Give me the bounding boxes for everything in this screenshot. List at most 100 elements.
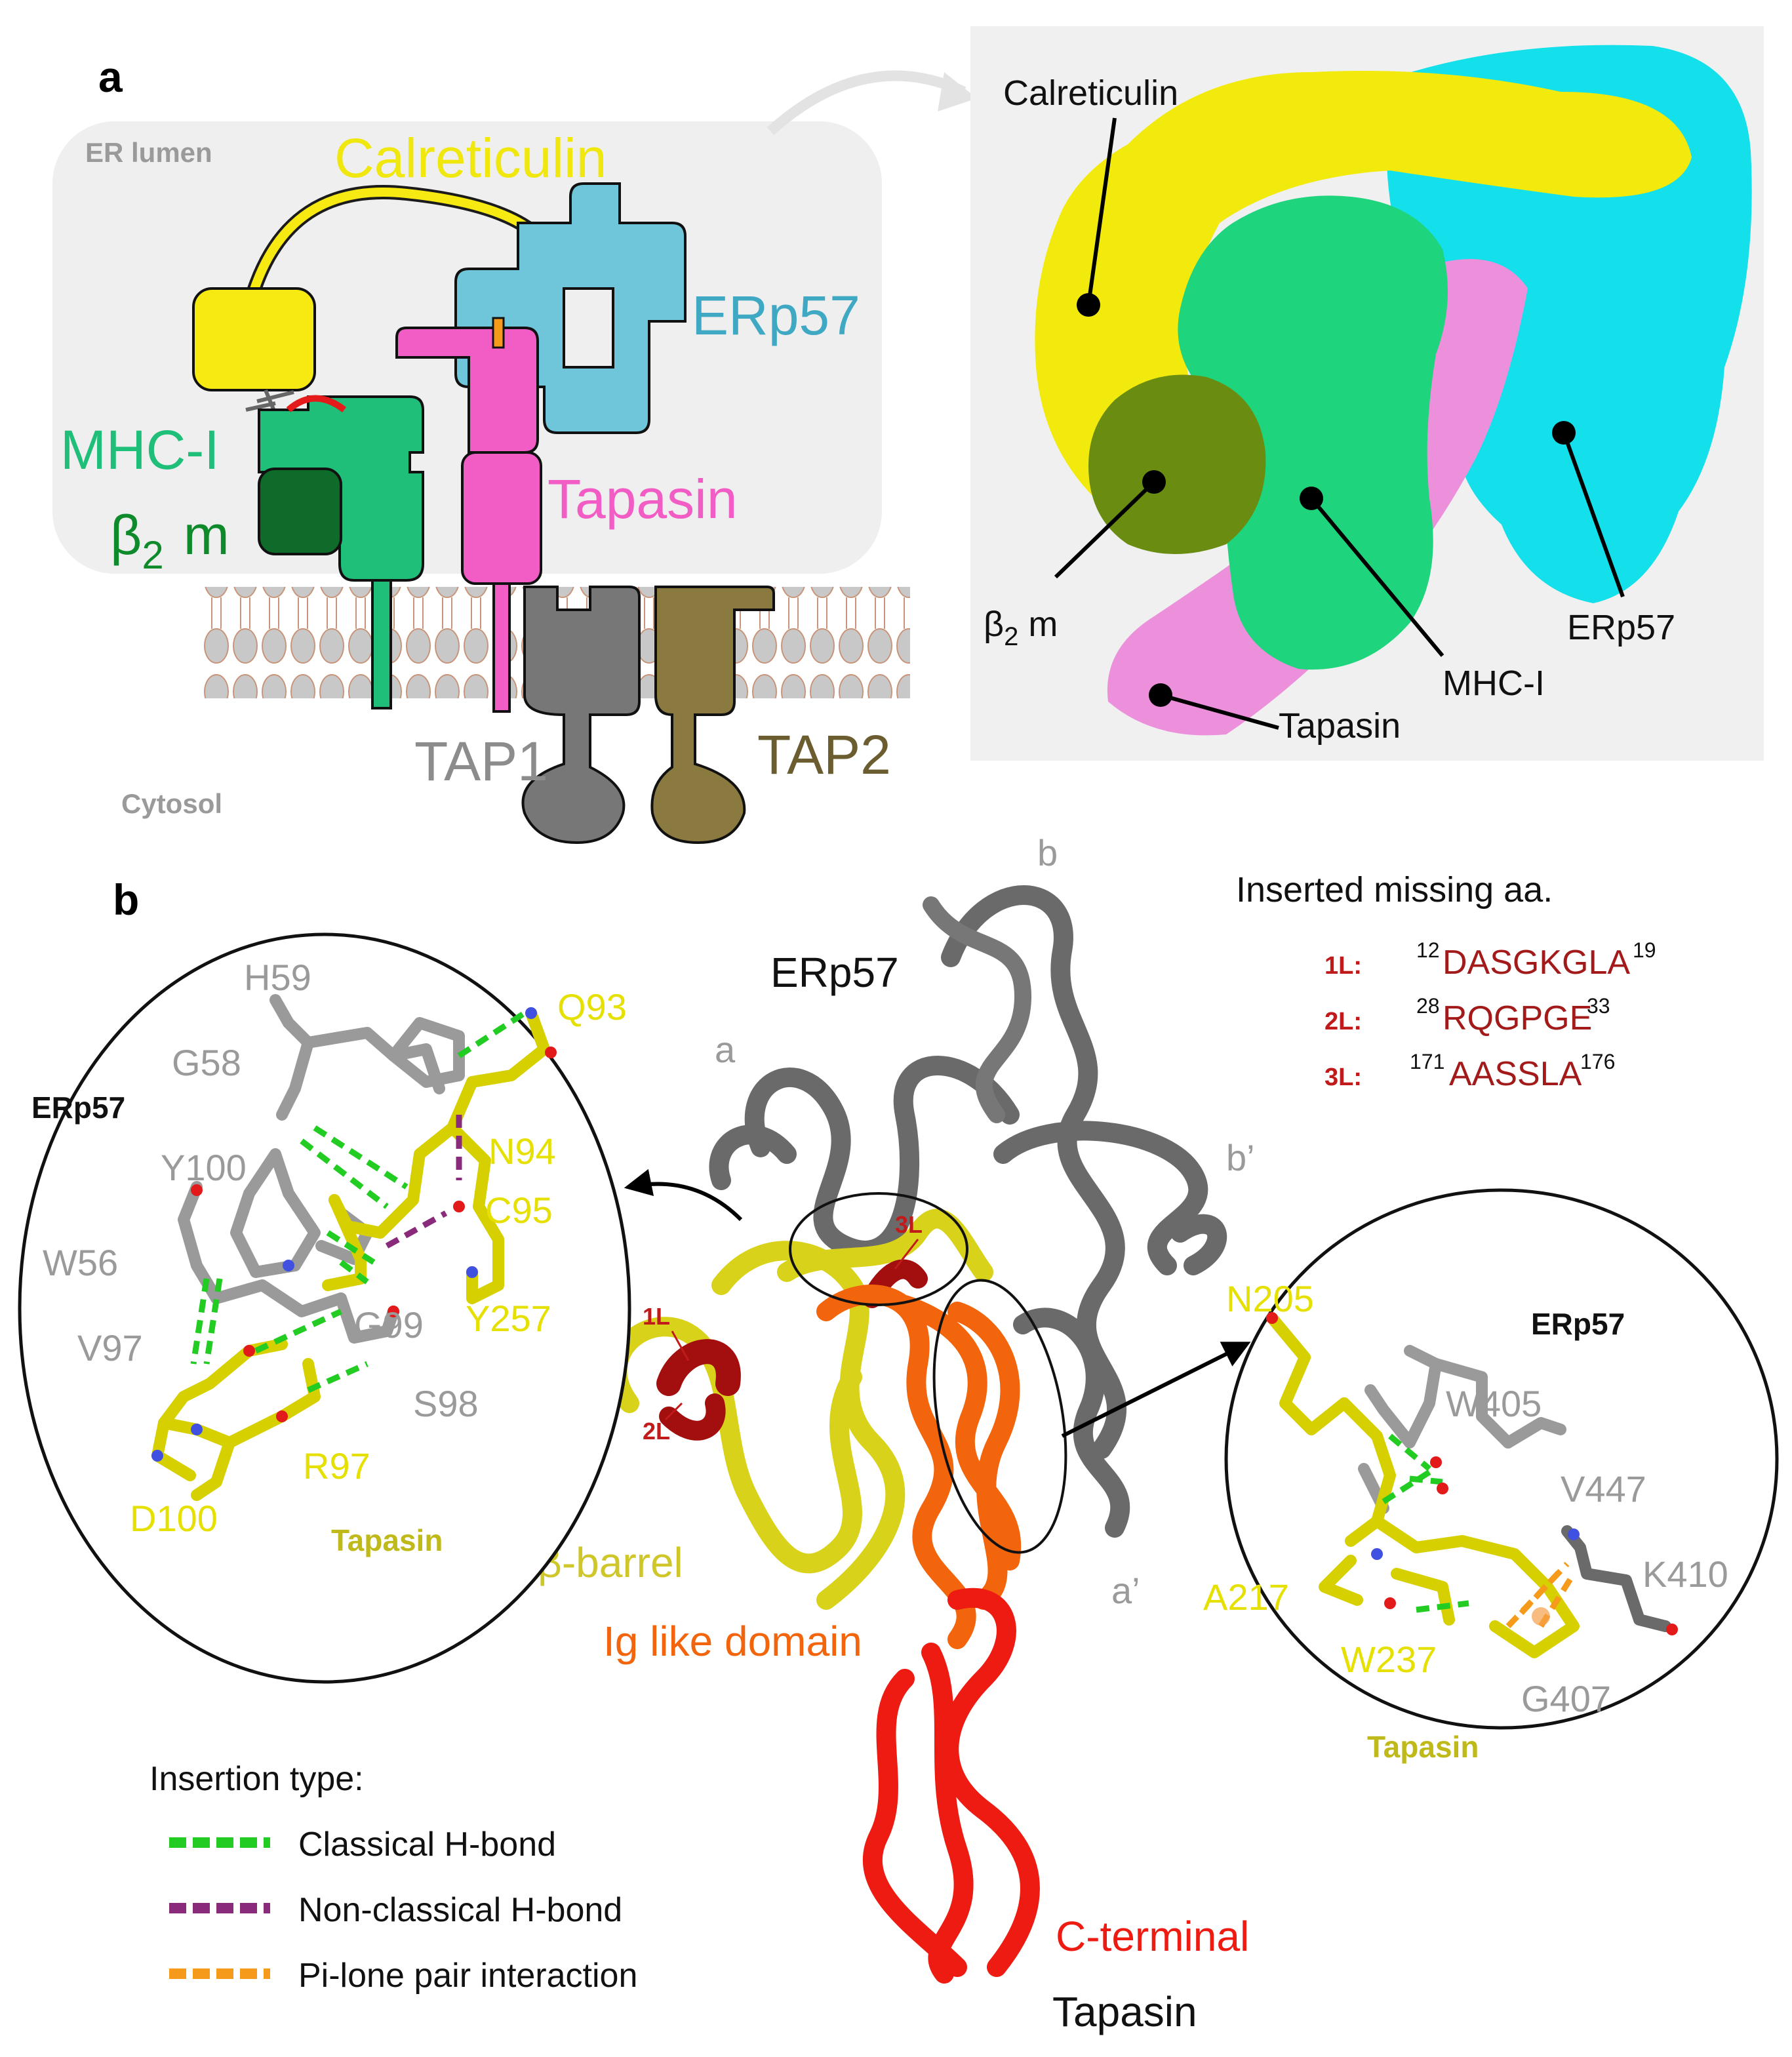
res-g407: G407 bbox=[1521, 1678, 1611, 1719]
left-zoom-arrow bbox=[624, 1168, 743, 1222]
structure-b2m-label: β2 m bbox=[984, 605, 1058, 651]
ribbon-beta-barrel bbox=[607, 1208, 993, 1610]
panel-b: b bbox=[18, 832, 1779, 2035]
missing-row-2-pre: 28 bbox=[1416, 994, 1440, 1018]
res-v97: V97 bbox=[77, 1327, 143, 1368]
domain-b-label: b bbox=[1037, 832, 1058, 873]
interface-ellipse-right bbox=[932, 1279, 1067, 1554]
missing-row-1-pre: 12 bbox=[1416, 938, 1440, 962]
structure-b2m bbox=[1088, 374, 1266, 554]
ig-domain-label: Ig like domain bbox=[603, 1618, 862, 1665]
res-y100: Y100 bbox=[161, 1147, 247, 1188]
beta-barrel-label: β-barrel bbox=[538, 1539, 683, 1586]
panel-a-label: a bbox=[98, 52, 123, 101]
legend-label-classical: Classical H-bond bbox=[298, 1826, 556, 1864]
tap2-label: TAP2 bbox=[757, 724, 891, 786]
res-k410: K410 bbox=[1643, 1553, 1728, 1595]
loop-1l-label: 1L bbox=[643, 1303, 670, 1330]
res-a217: A217 bbox=[1203, 1576, 1289, 1618]
res-c95: C95 bbox=[485, 1189, 553, 1231]
res-s98: S98 bbox=[413, 1383, 479, 1424]
zoom-arrow bbox=[767, 70, 966, 135]
left-tapasin-sticks bbox=[151, 1007, 550, 1501]
erp57-hole bbox=[563, 287, 614, 369]
missing-row-2-post: 33 bbox=[1587, 994, 1610, 1018]
left-erp57-label: ERp57 bbox=[31, 1090, 125, 1125]
res-q93: Q93 bbox=[557, 986, 627, 1028]
legend-label-pilone: Pi-lone pair interaction bbox=[298, 1957, 637, 1995]
cytosol-label: Cytosol bbox=[121, 788, 222, 819]
zoom-arrow-head bbox=[938, 72, 977, 111]
c-terminal-label: C-terminal bbox=[1056, 1913, 1249, 1960]
calreticulin-arm bbox=[248, 187, 538, 297]
res-h59: H59 bbox=[244, 957, 311, 998]
res-g58: G58 bbox=[172, 1042, 241, 1083]
right-atoms bbox=[1266, 1312, 1678, 1635]
erp57-label: ERp57 bbox=[692, 285, 860, 346]
right-hbonds bbox=[1382, 1433, 1576, 1629]
tapasin-transmembrane bbox=[492, 582, 511, 713]
mhc-label: MHC-I bbox=[60, 419, 220, 481]
loop-3l-label: 3L bbox=[895, 1211, 923, 1238]
structure-mhc bbox=[1178, 195, 1448, 670]
peptide bbox=[286, 395, 347, 413]
right-zoom-arrow bbox=[1061, 1342, 1251, 1438]
left-hbonds bbox=[190, 1010, 527, 1393]
missing-row-3-pre: 171 bbox=[1410, 1050, 1444, 1073]
tapasin-lower bbox=[461, 451, 542, 585]
res-d100: D100 bbox=[130, 1498, 218, 1539]
missing-row-2-tag: 2L: bbox=[1324, 1008, 1362, 1035]
legend-label-nonclassical: Non-classical H-bond bbox=[298, 1891, 622, 1929]
res-w237: W237 bbox=[1341, 1639, 1437, 1680]
missing-aa-title: Inserted missing aa. bbox=[1236, 870, 1553, 909]
ribbon-tapasin-label: Tapasin bbox=[1052, 1988, 1197, 2035]
structure-calreticulin bbox=[1035, 71, 1692, 516]
structure-erp57-label: ERp57 bbox=[1567, 608, 1675, 647]
calreticulin-label: Calreticulin bbox=[334, 127, 607, 189]
legend: Insertion type: Classical H-bond Non-cla… bbox=[149, 1760, 637, 1995]
interface-ellipse-left bbox=[789, 1192, 968, 1306]
res-w56: W56 bbox=[43, 1242, 118, 1283]
missing-row-1-seq: DASGKGLA bbox=[1443, 944, 1630, 982]
right-k410-sticks bbox=[1561, 1525, 1671, 1632]
panel-b-label: b bbox=[113, 875, 139, 924]
mhc-transmembrane bbox=[371, 579, 392, 709]
right-tapasin-label: Tapasin bbox=[1367, 1730, 1479, 1764]
tap1-label: TAP1 bbox=[414, 730, 548, 792]
domain-a-label: a bbox=[715, 1029, 736, 1070]
missing-row-3-post: 176 bbox=[1580, 1050, 1615, 1073]
right-zoom-circle: N205 ERp57 W405 V447 K410 A217 W237 G407… bbox=[1203, 1188, 1779, 1764]
domain-bprime-label: b’ bbox=[1226, 1137, 1255, 1178]
left-atoms bbox=[151, 1007, 557, 1462]
tap1 bbox=[521, 586, 641, 845]
res-w405: W405 bbox=[1446, 1383, 1542, 1424]
left-zoom-circle: H59 G58 ERp57 Y100 W56 V97 G99 S98 Q93 N… bbox=[18, 932, 631, 1684]
disulfide-bond bbox=[492, 317, 505, 349]
tap2 bbox=[650, 586, 775, 845]
left-tapasin-label: Tapasin bbox=[331, 1523, 443, 1557]
calreticulin-domain bbox=[192, 287, 316, 391]
missing-row-2-seq: RQGPGE bbox=[1443, 999, 1592, 1037]
b2m-domain bbox=[258, 468, 342, 555]
missing-row-3-tag: 3L: bbox=[1324, 1064, 1362, 1091]
legend-title: Insertion type: bbox=[149, 1760, 364, 1798]
missing-row-1-tag: 1L: bbox=[1324, 952, 1362, 980]
structure-mhc-label: MHC-I bbox=[1443, 664, 1545, 703]
missing-row-3-seq: AASSLA bbox=[1449, 1055, 1582, 1093]
domain-aprime-label: a’ bbox=[1111, 1570, 1140, 1611]
res-r97: R97 bbox=[303, 1445, 370, 1487]
ribbon-ig-domain bbox=[816, 1285, 1022, 1649]
ribbon-c-terminal bbox=[862, 1588, 1040, 1984]
res-v447: V447 bbox=[1561, 1468, 1646, 1509]
res-g99: G99 bbox=[354, 1304, 424, 1346]
res-n205: N205 bbox=[1226, 1278, 1314, 1319]
ribbon-erp57 bbox=[709, 885, 1227, 1538]
structure-calreticulin-label: Calreticulin bbox=[1003, 73, 1178, 113]
missing-aa-rows: 1L: 12 DASGKGLA 19 2L: 28 RQGPGE 33 3L: … bbox=[1324, 938, 1656, 1093]
loop-2l-label: 2L bbox=[643, 1418, 670, 1445]
res-n94: N94 bbox=[488, 1130, 556, 1172]
structure-tapasin-label: Tapasin bbox=[1279, 706, 1401, 746]
